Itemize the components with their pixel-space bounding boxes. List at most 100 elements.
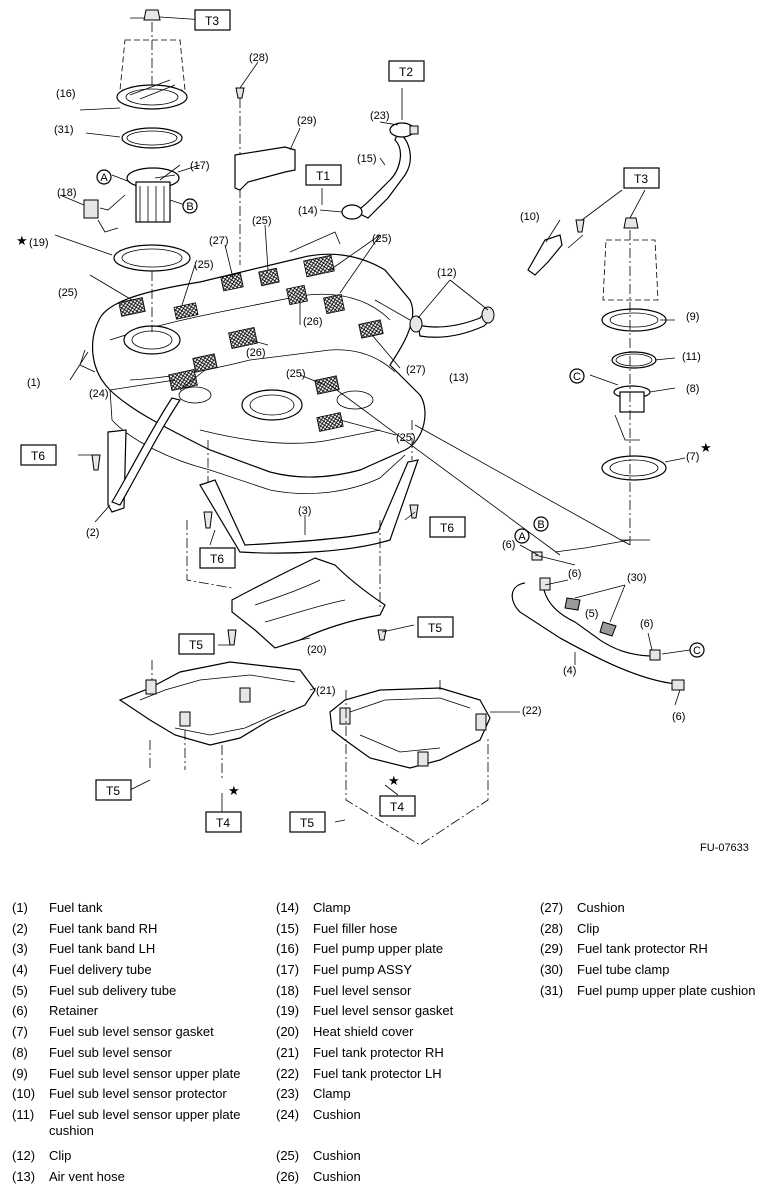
legend-part-name: Fuel level sensor [313,982,412,998]
legend-row: (13)Air vent hose [12,1169,267,1190]
legend-number: (12) [12,1148,36,1164]
legend-number: (23) [276,1086,300,1102]
torque-label: T5 [189,638,203,652]
legend-part-name: Fuel pump upper plate [313,941,444,957]
torque-label: T4 [390,800,404,814]
legend-row: (21)Fuel tank protector RH [276,1045,531,1066]
torque-label: T3 [634,172,648,186]
callout: (31) [54,124,74,136]
marker-a: A [518,531,526,543]
legend-column-3: (27)Cushion(28)Clip(29)Fuel tank protect… [540,900,774,1003]
callout: (9) [686,311,699,323]
callout: (25) [372,233,392,245]
cushions [118,254,384,432]
legend-part-name: Air vent hose [49,1168,125,1184]
legend-number: (27) [540,900,564,915]
legend-number: (20) [276,1024,300,1040]
callout: (8) [686,383,699,395]
legend-part-name: Fuel sub level sensor [49,1044,172,1060]
legend-row: (24) Cushion [276,1107,531,1148]
torque-label: T5 [428,621,442,635]
legend-row: (5) Fuel sub delivery tube [12,983,267,1004]
legend-number: (10) [12,1086,36,1102]
legend-row: (27)Cushion [540,900,774,921]
callout: (12) [437,267,457,279]
legend-number: (30) [540,962,564,978]
clip-and-protector-rh [234,87,296,265]
legend-row: (9)Fuel sub level sensor upper plate [12,1066,267,1087]
legend-row: (26)Cushion [276,1169,531,1190]
legend-part-name: Cushion [313,1106,361,1122]
torque-label: T1 [316,169,330,183]
callout: (3) [298,505,311,517]
legend-number: (6) [12,1003,28,1019]
legend-part-name: Cushion [313,1148,361,1164]
callout: (16) [56,88,76,100]
callout: (29) [297,115,317,127]
callout: (20) [307,644,327,656]
legend-row: (2)Fuel tank band RH [12,921,267,942]
legend-part-name: Fuel sub level sensor protector [49,1086,227,1102]
callout: (6) [568,568,581,580]
fuel-tank-band-rh [91,397,181,513]
callout: (25) [194,259,214,271]
callout: (28) [249,52,269,64]
legend-number: (24) [276,1106,300,1122]
callout: (14) [298,205,318,217]
fuel-filler-hose [341,122,419,220]
legend-row: (31)Fuel pump upper plate cushion [540,983,774,1004]
legend-number: (28) [540,920,564,936]
torque-label: T3 [205,14,219,28]
callout: (27) [406,364,426,376]
fuel-pump-upper-plate [116,9,188,110]
legend-row: (25)Cushion [276,1148,531,1169]
callout: (27) [209,235,229,247]
legend-part-name: Clamp [313,900,351,915]
legend-number: (22) [276,1065,300,1081]
callout: (5) [585,608,598,620]
fuel-tank [79,231,426,494]
legend-row: (19) Fuel level sensor gasket [276,1003,531,1024]
legend-row: (12)Clip [12,1148,267,1169]
torque-label: T2 [399,65,413,79]
figure-code: FU-07633 [700,842,749,854]
star-marker: ★ [388,773,400,788]
callout: (6) [640,618,653,630]
callout: (13) [449,372,469,384]
legend-row: (22) Fuel tank protector LH [276,1066,531,1087]
legend-part-name: Clip [577,920,600,936]
legend-part-name: Fuel tank protector LH [313,1065,442,1081]
legend-number: (5) [12,982,28,998]
torque-label: T6 [210,552,224,566]
callout: (18) [57,187,77,199]
callout: (26) [303,316,323,328]
callout: (25) [396,432,416,444]
fuel-tank-protector-rh [118,660,316,780]
callout: (6) [502,539,515,551]
callout: (1) [27,377,40,389]
legend-row: (28) Clip [540,921,774,942]
legend-number: (19) [276,1003,300,1019]
callout: (25) [58,287,78,299]
leader-lines [54,16,686,823]
marker-a: A [100,172,108,184]
fuel-level-sensor-gasket [113,244,191,332]
legend-part-name: Fuel level sensor gasket [313,1003,454,1019]
legend-part-name: Fuel sub level sensor upper plate cushio… [49,1106,241,1138]
legend-part-name: Heat shield cover [313,1024,414,1040]
legend-part-name: Fuel sub level sensor upper plate [49,1065,241,1081]
legend-part-name: Fuel tank protector RH [577,941,708,957]
fuel-tank-exploded-diagram: T3 T2 T1 T3 T6 T6 T6 T5 T5 T5 T4 T4 T5 A… [16,9,712,846]
legend-number: (8) [12,1044,28,1060]
legend-number: (1) [12,900,28,915]
legend-number: (16) [276,941,300,957]
legend-part-name: Fuel sub delivery tube [49,982,177,998]
fuel-pump-upper-plate-cushion [121,127,183,149]
legend-row: (7)Fuel sub level sensor gasket [12,1024,267,1045]
legend-row: (18)Fuel level sensor [276,983,531,1004]
fuel-delivery-tubes [511,539,691,691]
legend-number: (21) [276,1044,300,1060]
star-markers: ★ ★ ★ ★ [16,233,712,798]
legend-number: (4) [12,962,28,978]
legend-number: (31) [540,982,564,998]
